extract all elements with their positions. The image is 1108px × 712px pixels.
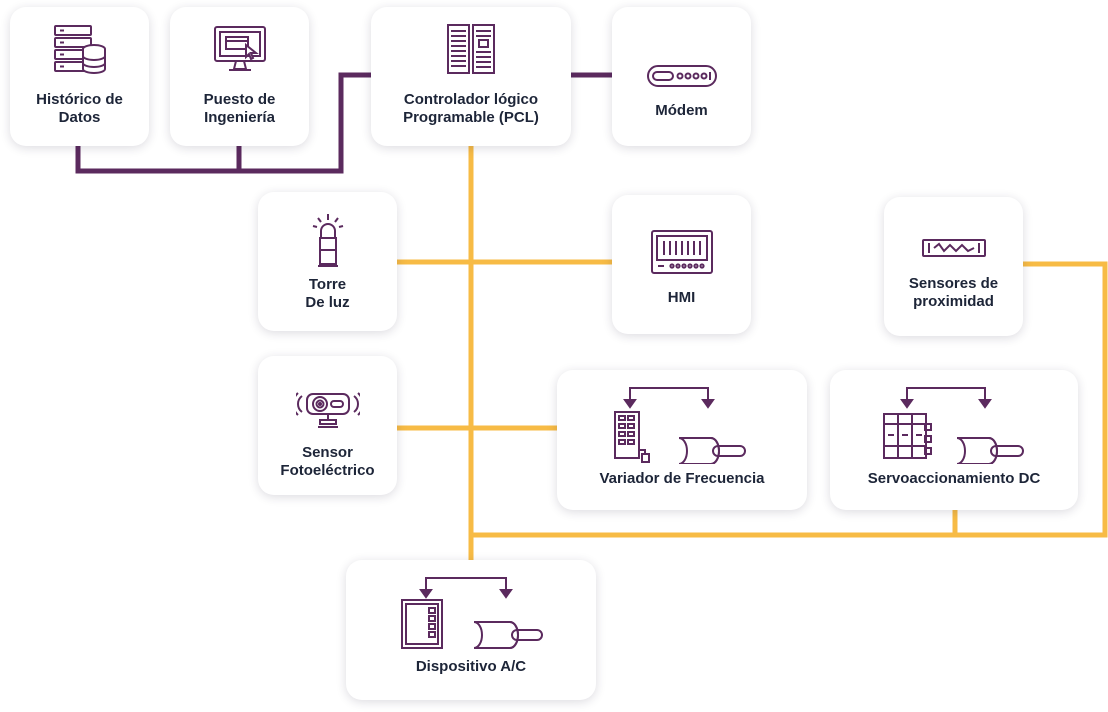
hmi-panel-icon (612, 195, 751, 281)
node-sensor-fotoelectrico[interactable]: Sensor Fotoeléctrico (258, 356, 397, 495)
node-label: Puesto de Ingeniería (203, 91, 276, 126)
node-label: Sensor Fotoeléctrico (280, 444, 375, 479)
ethernet-line-historico (75, 72, 372, 174)
proximity-sensor-icon (884, 197, 1023, 267)
node-label: Variador de Frecuencia (599, 470, 765, 487)
fieldbus-line-bottom (471, 261, 1108, 538)
node-label: Controlador lógico Programable (PCL) (403, 91, 539, 126)
photoelectric-sensor-icon (258, 356, 397, 434)
monitor-cursor-icon (170, 7, 309, 91)
ac-device-motor-icon (346, 560, 596, 652)
node-label: HMI (667, 289, 696, 306)
node-label: Servoaccionamiento DC (867, 470, 1041, 487)
server-database-icon (10, 7, 149, 91)
vfd-motor-icon (557, 370, 807, 468)
node-modem[interactable]: Módem (612, 7, 751, 146)
node-label: Módem (655, 102, 708, 119)
signal-tower-icon (258, 192, 397, 270)
node-label: Torre De luz (305, 276, 350, 311)
node-hmi[interactable]: HMI (612, 195, 751, 334)
node-variador-frecuencia[interactable]: Variador de Frecuencia (557, 370, 807, 510)
plc-rack-icon (371, 7, 571, 91)
modem-icon (612, 7, 751, 102)
node-dispositivo-ac[interactable]: Dispositivo A/C (346, 560, 596, 700)
node-torre-luz[interactable]: Torre De luz (258, 192, 397, 331)
node-sensores-proximidad[interactable]: Sensores de proximidad (884, 197, 1023, 336)
servo-drive-motor-icon (830, 370, 1078, 468)
node-label: Histórico de Datos (36, 91, 123, 126)
node-historico-datos[interactable]: Histórico de Datos (10, 7, 149, 146)
node-label: Sensores de proximidad (908, 275, 999, 310)
node-plc[interactable]: Controlador lógico Programable (PCL) (371, 7, 571, 146)
node-servoaccionamiento-dc[interactable]: Servoaccionamiento DC (830, 370, 1078, 510)
node-label: Dispositivo A/C (415, 658, 527, 675)
node-puesto-ingenieria[interactable]: Puesto de Ingeniería (170, 7, 309, 146)
